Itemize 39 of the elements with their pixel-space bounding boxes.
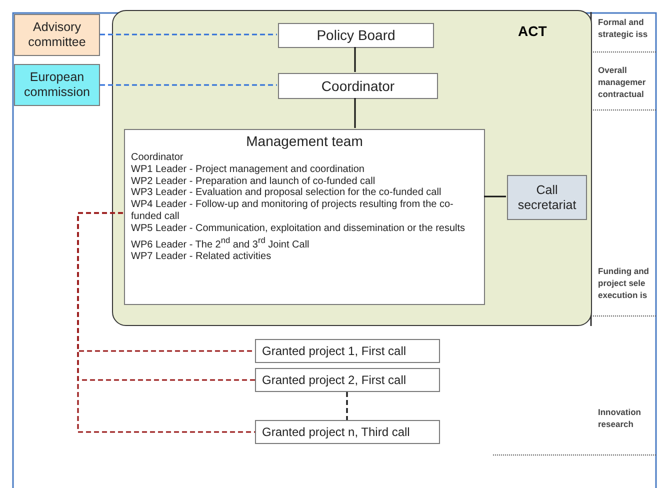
team-box <box>124 129 485 305</box>
node-label: Advisory committee <box>27 20 87 50</box>
container-heading: ACT <box>518 23 547 39</box>
commission-box <box>14 64 100 106</box>
team-member: WP5 Leader - Communication, exploitation and dissemination or the results <box>131 222 466 235</box>
connector-line <box>354 98 356 128</box>
node-label: Policy Board <box>316 27 396 44</box>
connector-line <box>100 84 277 86</box>
team-member: WP1 Leader - Project management and coordination <box>131 164 366 176</box>
level-note: Formal and strategic iss <box>598 16 649 40</box>
team-member: WP7 Leader - Related activities <box>131 250 272 262</box>
project-box <box>255 368 440 392</box>
connector-line <box>346 392 348 420</box>
team-member: Coordinator <box>131 152 184 164</box>
node-label: Granted project 2, First call <box>262 372 406 388</box>
connector-line <box>484 196 506 198</box>
connector-line <box>77 212 255 433</box>
connector-line <box>354 47 356 72</box>
act-container <box>112 10 592 326</box>
secretariat-box <box>507 175 587 220</box>
board-box <box>278 23 434 48</box>
node-label: Coordinator <box>321 78 395 94</box>
project-box <box>255 420 440 444</box>
team-member: WP6 Leader - The 2$^{nd}$ and 3$^{rd}$ Joint Call <box>131 234 310 251</box>
project-box <box>255 339 440 363</box>
connector-line <box>100 34 277 36</box>
coordinator-box <box>278 73 438 99</box>
level-note: Funding and project sele execution is <box>598 265 650 301</box>
team-heading: Management team <box>245 133 364 150</box>
committee-box <box>14 14 100 56</box>
team-member: WP3 Leader - Evaluation and proposal selection for the co-funded call <box>131 187 442 200</box>
node-label: European commission <box>23 70 91 100</box>
team-member: WP2 Leader - Preparation and launch of co-funded call <box>131 176 376 188</box>
node-label: Granted project 1, First call <box>262 344 406 358</box>
node-label: Granted project n, Third call <box>262 424 410 440</box>
team-member: WP4 Leader - Follow-up and monitoring of projects resulting from the co-funded call <box>131 199 454 223</box>
level-note: Innovation research <box>598 406 642 430</box>
level-note: Overall managemer contractual <box>598 64 647 100</box>
node-label: Call secretariat <box>516 182 578 212</box>
